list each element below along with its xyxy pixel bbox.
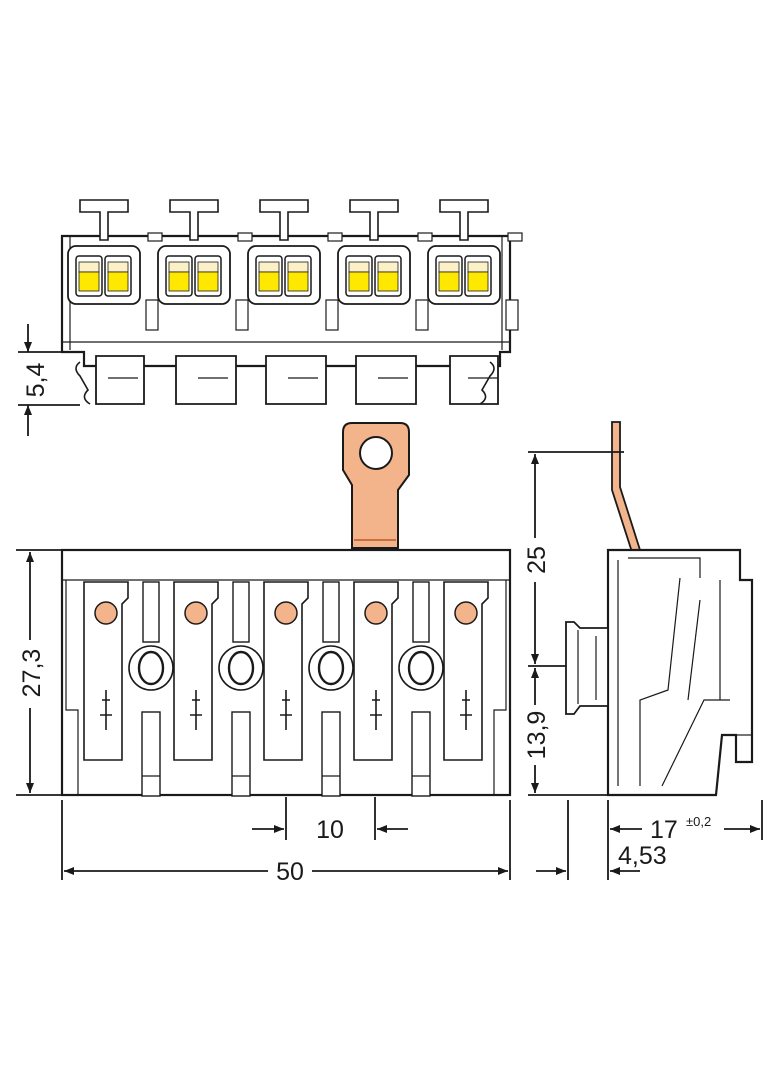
terminal-cell (173, 581, 219, 761)
coding-tab (417, 232, 433, 242)
dim-10: 10 (316, 816, 344, 844)
wire-entry-yellow (287, 271, 309, 292)
coding-tab (507, 232, 523, 242)
dim-4-53: 4,53 (618, 842, 667, 870)
contact-marker (454, 601, 478, 625)
dim-27-3: 27,3 (18, 649, 46, 698)
divider-web (322, 581, 340, 643)
snap-hook (479, 361, 495, 405)
release-lever (349, 199, 399, 241)
wire-entry-cream (78, 261, 100, 273)
wire-entry-cream (107, 261, 129, 273)
foot (175, 355, 237, 405)
housing-slot (145, 299, 159, 331)
terminal-cell (83, 581, 129, 761)
wire-entry-cream (258, 261, 280, 273)
contact-symbol (190, 690, 202, 730)
foot (355, 355, 417, 405)
dim-5-4: 5,4 (22, 363, 50, 398)
wire-entry-cream (438, 261, 460, 273)
wire-entry-cream (197, 261, 219, 273)
divider-lower (141, 711, 161, 797)
housing-slot (325, 299, 339, 331)
wire-entry-yellow (467, 271, 489, 292)
mounting-clip (449, 355, 499, 405)
release-ring (137, 650, 165, 686)
divider-web (232, 581, 250, 643)
contact-marker (184, 601, 208, 625)
wire-entry-yellow (377, 271, 399, 292)
terminal-cell (263, 581, 309, 761)
release-ring (227, 650, 255, 686)
coding-tab (327, 232, 343, 242)
wire-entry-cream (287, 261, 309, 273)
snap-hook (75, 361, 91, 405)
contact-symbol (100, 690, 112, 730)
mounting-clip (95, 355, 145, 405)
housing-slot (415, 299, 429, 331)
housing-slot (235, 299, 249, 331)
wire-entry-yellow (258, 271, 280, 292)
release-lever (259, 199, 309, 241)
side-pin (611, 421, 642, 554)
wire-entry-cream (377, 261, 399, 273)
divider-web (412, 581, 430, 643)
contact-symbol (370, 690, 382, 730)
top-view (60, 199, 523, 405)
contact-symbol (280, 690, 292, 730)
wire-entry-yellow (197, 271, 219, 292)
solder-tab-hole (359, 436, 393, 470)
wire-entry-yellow (348, 271, 370, 292)
contact-symbol (460, 690, 472, 730)
dim-13-9: 13,9 (523, 711, 551, 760)
wire-entry-cream (348, 261, 370, 273)
dimensions: 5,4 27,3 10 50 25 13,9 (16, 324, 763, 886)
release-ring (407, 650, 435, 686)
release-ring (317, 650, 345, 686)
contact-marker (274, 601, 298, 625)
terminal-cell (443, 581, 489, 761)
housing-slot (505, 299, 519, 331)
release-lever (169, 199, 219, 241)
dim-50: 50 (276, 858, 304, 886)
dim-25: 25 (523, 546, 551, 574)
side-view-body (606, 548, 754, 797)
front-view (60, 422, 512, 797)
divider-lower (321, 711, 341, 797)
release-lever (79, 199, 129, 241)
divider-lower (411, 711, 431, 797)
divider-lower (231, 711, 251, 797)
divider-web (142, 581, 160, 643)
contact-marker (364, 601, 388, 625)
wire-entry-yellow (78, 271, 100, 292)
dim-17-tolerance: ±0,2 (686, 814, 711, 829)
wire-entry-cream (467, 261, 489, 273)
foot (265, 355, 327, 405)
wire-entry-yellow (107, 271, 129, 292)
dim-17: 17 (650, 816, 678, 844)
terminal-cell (353, 581, 399, 761)
wire-entry-yellow (438, 271, 460, 292)
release-lever (439, 199, 489, 241)
wire-entry-cream (168, 261, 190, 273)
coding-tab (147, 232, 163, 242)
side-latch (565, 621, 609, 715)
wire-entry-yellow (168, 271, 190, 292)
side-view (565, 421, 754, 797)
contact-marker (94, 601, 118, 625)
coding-tab (237, 232, 253, 242)
